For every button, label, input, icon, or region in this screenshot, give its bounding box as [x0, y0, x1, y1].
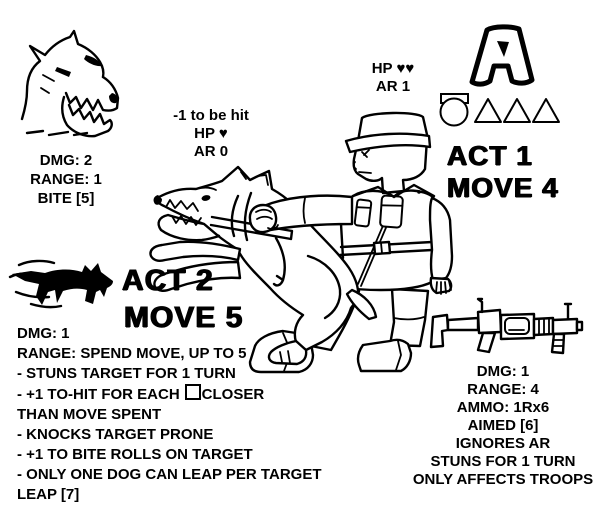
leap-rule-tohit-text-cont: CLOSER — [201, 386, 265, 403]
gun-dmg: DMG: 1 — [476, 363, 530, 380]
dog-move-label: MOVE 5 — [124, 301, 244, 334]
dog-collar — [230, 191, 253, 242]
dog-ar: AR 0 — [193, 143, 229, 160]
attack-dog-figure — [149, 165, 378, 366]
gun-range: RANGE: 4 — [467, 381, 539, 398]
gun-ammo: AMMO: 1Rx6 — [456, 399, 550, 416]
dog-act-label: ACT 2 — [122, 264, 214, 297]
gun-special-ignores-ar: IGNORES AR — [455, 435, 551, 452]
bite-attack-name: BITE [5] — [37, 190, 95, 207]
leaping-dog-silhouette-icon — [8, 259, 113, 309]
dog-and-handler-drawing — [149, 111, 454, 374]
hanging-leash — [272, 236, 286, 287]
leap-rule-prone: - KNOCKS TARGET PRONE — [17, 426, 214, 443]
gun-attack-name: AIMED [6] — [467, 417, 539, 434]
leap-rule-stun: - STUNS TARGET FOR 1 TURN — [17, 365, 236, 382]
leap-rule-bite-bonus: - +1 TO BITE ROLLS ON TARGET — [17, 446, 253, 463]
snarling-dog-head-icon — [20, 29, 120, 138]
dog-hit-modifier: -1 to be hit — [173, 107, 249, 124]
leap-rule-tohit-text: - +1 TO-HIT FOR EACH — [17, 386, 180, 403]
bite-attack-stats: DMG: 2 RANGE: 1 BITE [5] — [8, 151, 124, 208]
leap-rule-one-dog: - ONLY ONE DOG CAN LEAP PER TARGET — [17, 466, 322, 483]
speed-lines — [8, 259, 63, 309]
leap-attack-rules: DMG: 1 RANGE: SPEND MOVE, UP TO 5 - STUN… — [17, 324, 321, 505]
machine-gun-icon — [429, 297, 584, 355]
soldier-ar: AR 1 — [375, 78, 411, 95]
leap-range: RANGE: SPEND MOVE, UP TO 5 — [17, 345, 247, 362]
soldier-move-label: MOVE 4 — [447, 172, 559, 203]
bite-dmg: DMG: 2 — [39, 152, 93, 169]
insignia-icons — [439, 93, 560, 127]
leash-and-grip — [209, 194, 354, 287]
gun-special-troops: ONLY AFFECTS TROOPS — [412, 471, 594, 488]
leap-dmg: DMG: 1 — [17, 325, 70, 342]
gun-attack-stats: DMG: 1 RANGE: 4 AMMO: 1Rx6 AIMED [6] IGN… — [397, 363, 600, 489]
leap-attack-name: LEAP [7] — [17, 486, 80, 503]
dog-hp: HP ♥ — [194, 125, 228, 142]
leap-rule-tohit: - +1 TO-HIT FOR EACH CLOSER — [17, 384, 321, 405]
bite-range: RANGE: 1 — [30, 171, 102, 188]
leap-rule-tohit-wrap: THAN MOVE SPENT — [17, 406, 162, 423]
soldier-hp: HP ♥♥ — [371, 60, 415, 77]
soldier-act-label: ACT 1 — [447, 140, 533, 171]
dog-unit-stats: -1 to be hit HP ♥ AR 0 — [158, 107, 264, 161]
team-a-logo — [469, 24, 535, 87]
soldier-unit-stats: HP ♥♥ AR 1 — [347, 60, 439, 96]
triangle-icons — [474, 98, 560, 123]
gun-special-stun: STUNS FOR 1 TURN — [430, 453, 576, 470]
grid-square-symbol — [184, 384, 201, 400]
